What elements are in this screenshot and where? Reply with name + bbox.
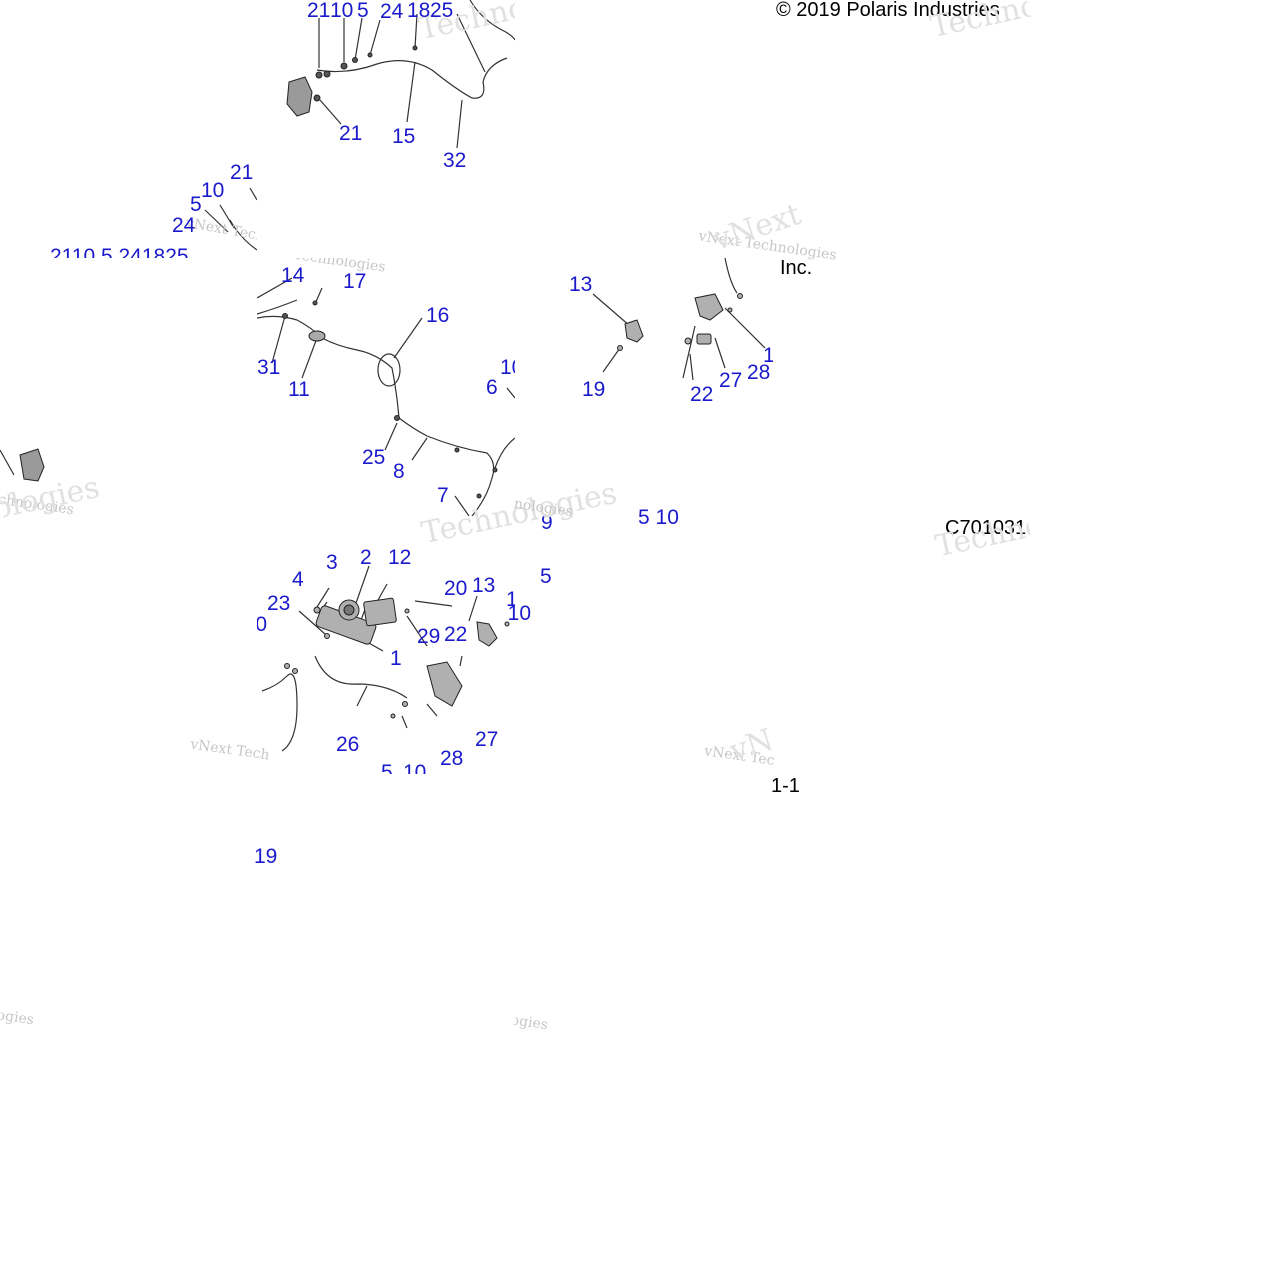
callout-label-fragment: 1 xyxy=(763,345,773,366)
brake-caliper-drawing-right xyxy=(592,258,766,381)
diagram-tile-top: Technologies xyxy=(257,0,515,258)
watermark-small: vNext Technologies xyxy=(0,1007,35,1029)
callout-label-fragment: 5 xyxy=(381,762,393,774)
diagram-tile-right xyxy=(515,258,773,516)
callout-label: 18 xyxy=(407,0,431,22)
callout-label: 4 xyxy=(292,568,304,591)
brake-line-drawing-center xyxy=(257,277,515,516)
caliper-fragment-left xyxy=(0,448,45,482)
callout-label: 32 xyxy=(443,149,467,172)
callout-label: 16 xyxy=(426,304,450,327)
callout-label: 9 xyxy=(541,511,553,534)
callout-label: 21 xyxy=(339,122,363,145)
inc-fragment: Inc. xyxy=(780,257,813,279)
brake-line-drawing-top xyxy=(286,0,515,149)
callout-label: 21 xyxy=(307,0,331,22)
callout-label: 28 xyxy=(440,747,464,770)
callout-label: 21 xyxy=(230,161,254,184)
callout-label: 12 xyxy=(388,546,412,569)
callout-label: 7 xyxy=(437,484,449,507)
callout-label: 24 xyxy=(172,214,196,237)
callout-label: 3 xyxy=(326,551,338,574)
callout-label: 5 xyxy=(190,193,202,216)
callout-label: 10 xyxy=(330,0,354,22)
drawing-code: C701031 xyxy=(945,518,1027,538)
diagram-tile-left: vNext Technologies xyxy=(0,160,257,258)
callout-label: 6 xyxy=(486,376,498,399)
callout-label: 15 xyxy=(392,125,416,148)
callout-label: 29 xyxy=(417,625,441,648)
callout-label: 27 xyxy=(719,369,743,392)
callout-label: 1 xyxy=(390,647,402,670)
callout-label: 13 xyxy=(569,273,593,296)
callout-label: 5 xyxy=(357,0,369,22)
callout-label: 17 xyxy=(343,270,367,293)
callout-label: 5 xyxy=(540,565,552,588)
callout-label-fragment: 10 xyxy=(500,357,515,378)
callout-label: 23 xyxy=(267,592,291,615)
callout-label-fragment: 10 xyxy=(506,589,515,610)
callout-label: 24 xyxy=(380,0,404,23)
callout-label: 13 xyxy=(472,574,496,597)
callout-label: 10 xyxy=(201,179,225,202)
callout-label: 25 xyxy=(362,446,386,469)
page-number-fragment: 1-1 xyxy=(771,776,800,796)
callout-label: 22 xyxy=(444,623,468,646)
callout-label: 2 xyxy=(360,546,372,569)
copyright-text: © 2019 Polaris Industries xyxy=(776,0,1000,21)
callout-label: 19 xyxy=(582,378,606,401)
callout-label: 14 xyxy=(281,264,305,287)
callout-label: 11 xyxy=(288,378,310,401)
callout-label: 20 xyxy=(444,577,468,600)
brake-line-drawing-left xyxy=(204,187,257,251)
callout-label: 27 xyxy=(475,728,499,751)
callout-label: 26 xyxy=(336,733,360,756)
callout-label-fragment: 2110 5 241825 xyxy=(50,246,189,258)
callout-label-fragment: 20 xyxy=(257,614,267,635)
callout-label: 22 xyxy=(690,383,714,406)
callout-label: 28 xyxy=(747,361,771,384)
callout-label-fragment: 10 xyxy=(507,603,531,624)
callout-label: 25 xyxy=(430,0,454,22)
callout-label-fragment: 19 xyxy=(254,845,278,868)
callout-label: 8 xyxy=(393,460,405,483)
watermark-large: Technologies xyxy=(927,0,1033,46)
diagram-tile-center: vNext Technologies xyxy=(257,258,515,516)
diagram-tile-bottom xyxy=(257,516,515,774)
callout-label-fragment: 5 10 xyxy=(638,507,679,525)
master-cylinder-drawing xyxy=(261,565,510,752)
watermark-small: vNext Technologies xyxy=(513,1012,549,1034)
callout-label-fragment: 10 xyxy=(403,762,427,774)
callout-label: 31 xyxy=(257,356,281,379)
